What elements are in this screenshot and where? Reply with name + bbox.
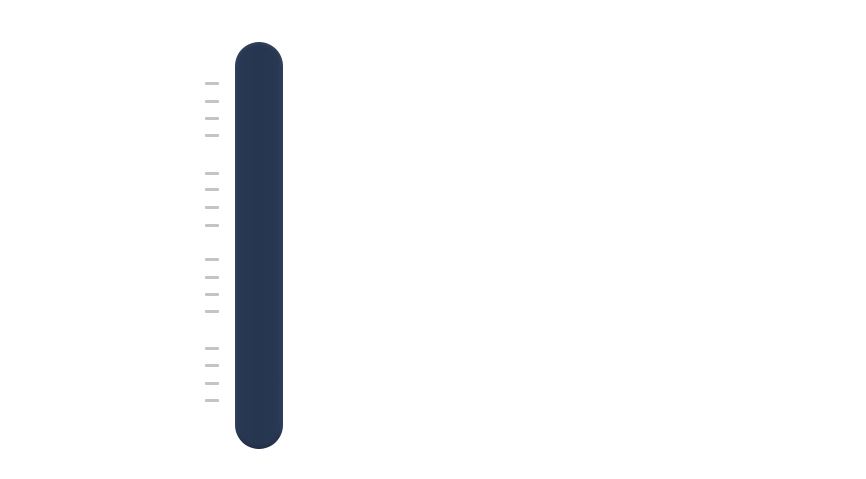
tick-mark [205, 310, 219, 313]
tick-mark [205, 206, 219, 209]
tick-mark [205, 382, 219, 385]
tick-mark [205, 347, 219, 350]
tick-mark [205, 258, 219, 261]
tick-mark [205, 364, 219, 367]
tick-mark [205, 172, 219, 175]
tick-mark [205, 399, 219, 402]
vertical-rail [235, 42, 283, 449]
tick-mark [205, 188, 219, 191]
tick-mark [205, 134, 219, 137]
tick-mark [205, 276, 219, 279]
tick-mark [205, 117, 219, 120]
tick-mark [205, 82, 219, 85]
tick-mark [205, 293, 219, 296]
tick-mark [205, 224, 219, 227]
tick-mark [205, 100, 219, 103]
tick-marks [205, 0, 219, 479]
